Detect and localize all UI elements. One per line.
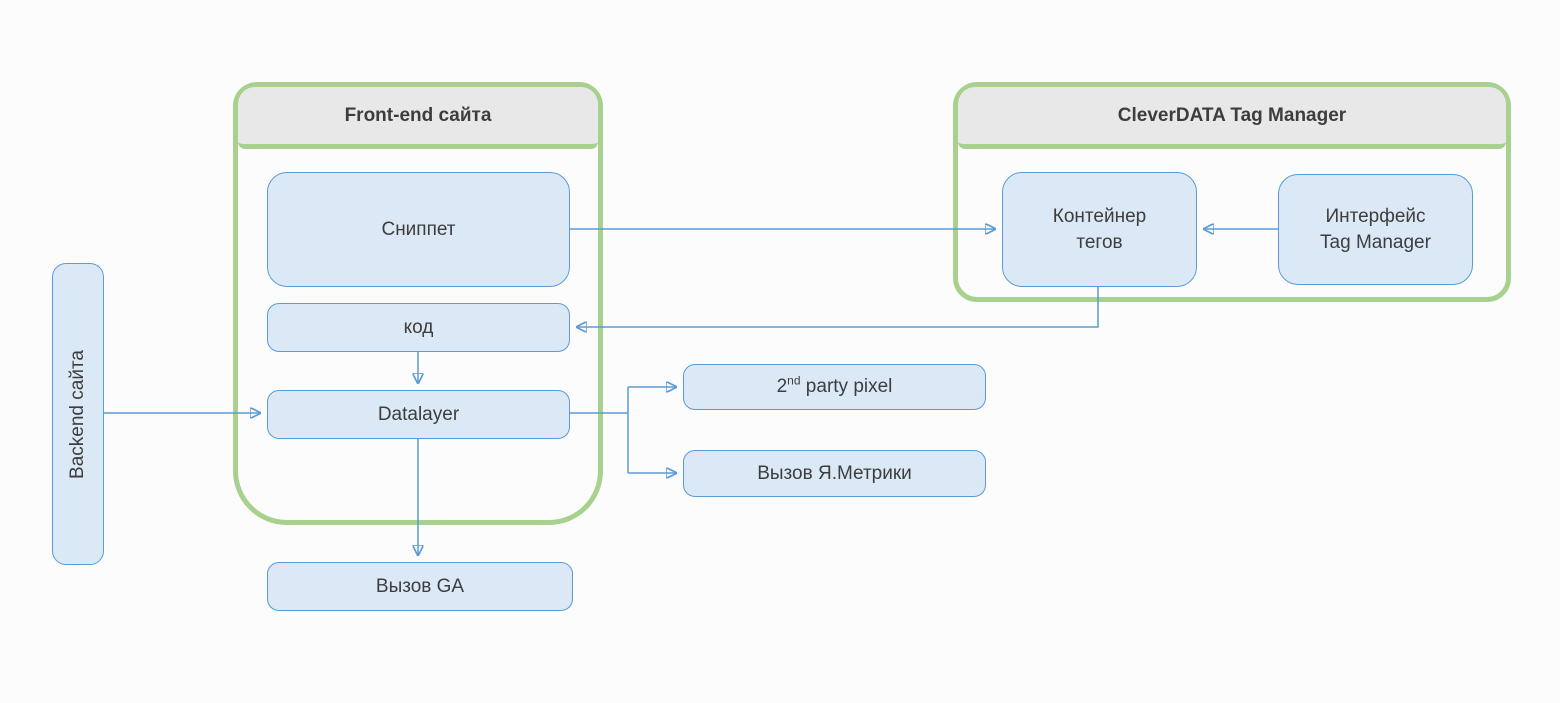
edge-tagcontainer-code — [577, 287, 1099, 327]
node-tag-container-line1: Контейнер — [1052, 205, 1147, 227]
pixel-label-rest: party pixel — [800, 376, 893, 398]
container-frontend-header: Front-end сайта — [238, 87, 598, 149]
node-metrika-call-label: Вызов Я.Метрики — [757, 462, 912, 484]
container-cleverdata-header: CleverDATA Tag Manager — [958, 87, 1506, 149]
node-snippet-label: Сниппет — [381, 218, 456, 240]
node-datalayer: Datalayer — [267, 390, 570, 439]
node-code: код — [267, 303, 570, 352]
node-datalayer-label: Datalayer — [377, 403, 460, 425]
node-tag-container: Контейнер тегов — [1002, 172, 1197, 287]
node-tag-container-line2: тегов — [1076, 231, 1123, 253]
container-cleverdata-title: CleverDATA Tag Manager — [1117, 104, 1347, 126]
node-tm-interface: Интерфейс Tag Manager — [1278, 174, 1473, 285]
pixel-label-sup: nd — [787, 373, 801, 388]
container-frontend-title: Front-end сайта — [344, 104, 492, 126]
container-cleverdata: CleverDATA Tag Manager — [953, 82, 1511, 302]
node-tm-interface-line1: Интерфейс — [1325, 205, 1426, 227]
edge-datalayer-branch-trunk — [570, 387, 629, 473]
node-snippet: Сниппет — [267, 172, 570, 287]
node-code-label: код — [403, 316, 434, 338]
node-backend-label: Backend сайта — [67, 349, 89, 479]
node-ga-call-label: Вызов GA — [375, 575, 465, 597]
node-second-party-pixel-label: 2nd party pixel — [777, 374, 893, 400]
node-second-party-pixel: 2nd party pixel — [683, 364, 986, 410]
node-ga-call: Вызов GA — [267, 562, 573, 611]
node-metrika-call: Вызов Я.Метрики — [683, 450, 986, 497]
node-backend: Backend сайта — [52, 263, 104, 565]
container-frontend: Front-end сайта — [233, 82, 603, 525]
pixel-label-base: 2 — [776, 376, 788, 398]
node-tm-interface-line2: Tag Manager — [1320, 231, 1431, 253]
